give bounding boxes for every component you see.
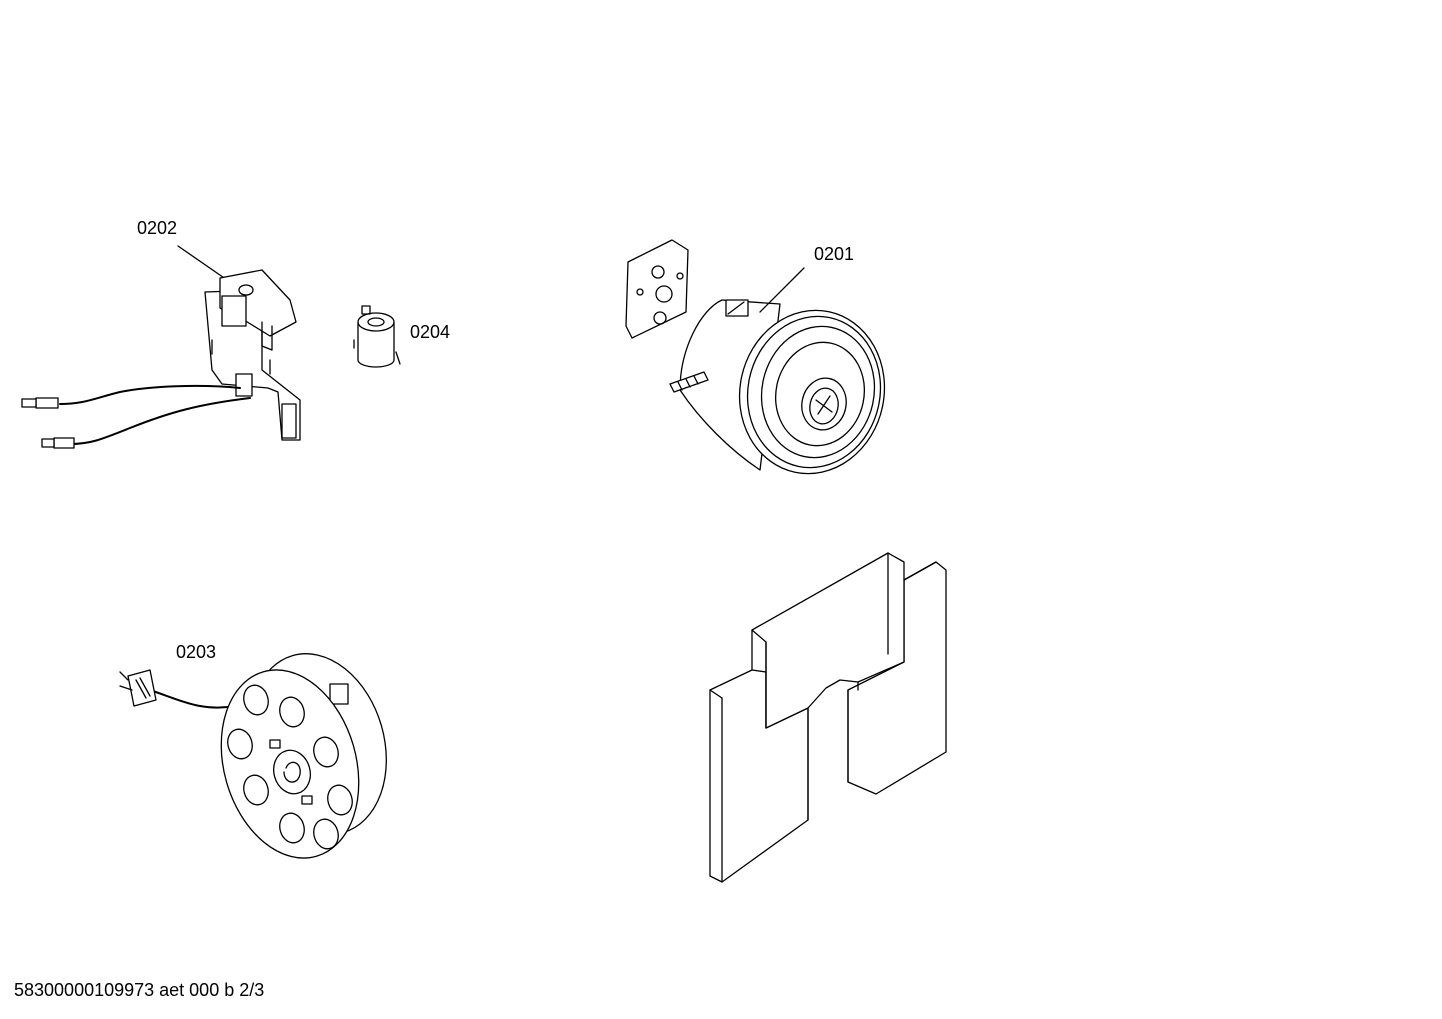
housing-clip bbox=[261, 321, 273, 351]
housing-hole bbox=[238, 284, 254, 296]
plate-hole bbox=[676, 272, 684, 280]
leader-line-0202 bbox=[177, 245, 231, 283]
foam-edge bbox=[709, 689, 723, 699]
part-0201-motor[interactable] bbox=[625, 239, 899, 487]
capacitor-tab bbox=[361, 305, 371, 315]
foam-insert bbox=[709, 552, 947, 883]
capacitor-pin bbox=[395, 351, 401, 365]
reel-spring bbox=[283, 761, 301, 783]
reel-hub-tab bbox=[269, 739, 281, 749]
reel-spoke-holes bbox=[227, 684, 353, 850]
motor-ring-4 bbox=[774, 341, 866, 447]
part-label-0202: 0202 bbox=[137, 218, 178, 238]
reel-hub-tab bbox=[301, 795, 313, 805]
motor-terminal bbox=[669, 371, 709, 393]
capacitor-top bbox=[357, 312, 395, 332]
plate-hole bbox=[636, 288, 644, 296]
cable-upper bbox=[59, 384, 241, 405]
leader-line-0201 bbox=[759, 267, 805, 313]
fan-blade bbox=[817, 395, 831, 415]
plate-hole bbox=[655, 285, 673, 303]
capacitor-body bbox=[357, 321, 395, 368]
reel-hub bbox=[273, 749, 311, 795]
cable-plug-upper bbox=[21, 397, 59, 409]
capacitor-bore bbox=[367, 317, 385, 327]
reel-front-disc bbox=[220, 669, 360, 859]
part-label-0201: 0201 bbox=[814, 244, 855, 264]
connector-block bbox=[235, 373, 253, 397]
part-0203-cable-reel[interactable] bbox=[119, 637, 407, 874]
plate-hole bbox=[653, 311, 667, 325]
relay-block bbox=[221, 295, 247, 327]
reel-bracket bbox=[329, 683, 349, 705]
motor-ring-3 bbox=[760, 325, 876, 459]
drawing-reference-footer: 58300000109973 aet 000 b 2/3 bbox=[14, 980, 265, 1000]
bracket-foot bbox=[281, 403, 297, 439]
cable-lower bbox=[69, 397, 251, 445]
part-0204-capacitor[interactable] bbox=[353, 305, 401, 368]
motor-ring-2 bbox=[746, 315, 882, 469]
foam-edge bbox=[903, 561, 937, 581]
part-label-0204: 0204 bbox=[410, 322, 451, 342]
mains-plug bbox=[119, 669, 157, 707]
label-slash bbox=[727, 301, 745, 315]
motor-fan bbox=[809, 387, 839, 425]
motor-hub bbox=[801, 377, 847, 431]
cable-plug-lower bbox=[41, 437, 75, 449]
plate-hole bbox=[651, 265, 665, 279]
part-label-0203: 0203 bbox=[176, 642, 217, 662]
reel-power-cord bbox=[149, 689, 237, 709]
part-0202-control-module[interactable] bbox=[21, 245, 301, 449]
